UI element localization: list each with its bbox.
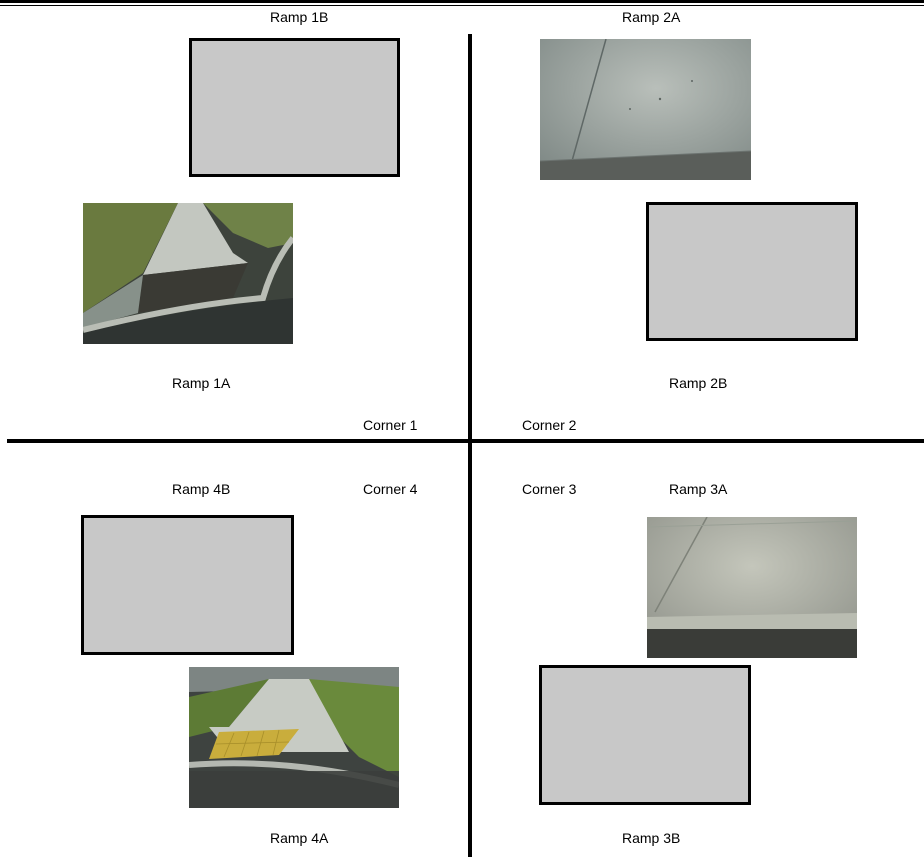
ramp-2b-photo-placeholder [646, 202, 858, 341]
ramp-1b-label: Ramp 1B [270, 9, 328, 25]
ramp-4a-label: Ramp 4A [270, 830, 328, 846]
ramp-3b-photo-placeholder [539, 665, 751, 805]
ramp-2a-photo [540, 39, 751, 180]
corner-3-label: Corner 3 [522, 481, 576, 497]
top-border-thin [0, 5, 924, 6]
horizontal-divider [7, 439, 924, 443]
ramp-1a-label: Ramp 1A [172, 375, 230, 391]
ramp-2b-label: Ramp 2B [669, 375, 727, 391]
ramp-4b-label: Ramp 4B [172, 481, 230, 497]
top-border-thick [0, 0, 924, 3]
vertical-divider [468, 34, 472, 857]
corner-4-label: Corner 4 [363, 481, 417, 497]
ramp-1a-photo [83, 203, 293, 344]
ramp-1b-photo-placeholder [189, 38, 400, 177]
ramp-4a-photo [189, 667, 399, 808]
ramp-3a-label: Ramp 3A [669, 481, 727, 497]
corner-1-label: Corner 1 [363, 417, 417, 433]
ramp-2a-label: Ramp 2A [622, 9, 680, 25]
ramp-4b-photo-placeholder [81, 515, 294, 655]
corner-2-label: Corner 2 [522, 417, 576, 433]
ramp-3b-label: Ramp 3B [622, 830, 680, 846]
ramp-3a-photo [647, 517, 857, 658]
